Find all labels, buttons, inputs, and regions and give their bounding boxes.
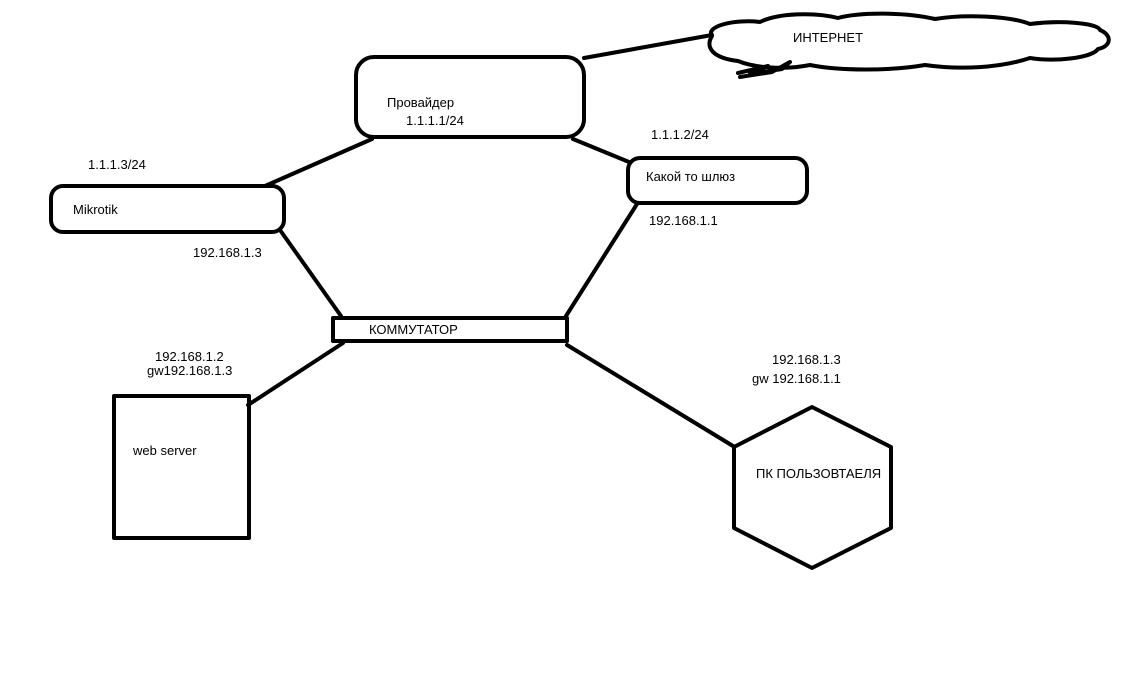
webserver-label: web server xyxy=(132,443,197,458)
cloud-shape xyxy=(707,11,1111,72)
userpc-label: ПК ПОЛЬЗОВТАЕЛЯ xyxy=(756,466,881,481)
gateway-box xyxy=(626,156,809,205)
link-gateway-switch xyxy=(564,202,639,318)
link-switch-userpc xyxy=(565,343,735,448)
webserver-node: 192.168.1.2 gw192.168.1.3 web server xyxy=(112,349,251,540)
mikrotik-wan-ip: 1.1.1.3/24 xyxy=(88,157,146,172)
userpc-gw: gw 192.168.1.1 xyxy=(752,371,841,386)
gateway-lan-ip: 192.168.1.1 xyxy=(649,213,718,228)
link-provider-internet xyxy=(582,33,714,60)
userpc-hexagon xyxy=(732,405,893,570)
switch-box xyxy=(331,316,569,343)
webserver-box xyxy=(112,394,251,540)
link-switch-webserver xyxy=(246,341,345,407)
provider-node: Провайдер 1.1.1.1/24 xyxy=(354,55,586,139)
mikrotik-label: Mikrotik xyxy=(73,202,118,217)
provider-box xyxy=(354,55,586,139)
link-provider-gateway xyxy=(571,137,631,164)
webserver-gw: gw192.168.1.3 xyxy=(147,363,232,378)
switch-node: КОММУТАТОР xyxy=(331,316,569,343)
gateway-wan-ip: 1.1.1.2/24 xyxy=(651,127,709,142)
link-provider-mikrotik xyxy=(263,137,374,188)
gateway-node: 1.1.1.2/24 Какой то шлюз 192.168.1.1 xyxy=(626,127,809,228)
mikrotik-lan-ip: 192.168.1.3 xyxy=(193,245,262,260)
cloud-scribble xyxy=(736,60,792,79)
webserver-ip: 192.168.1.2 xyxy=(155,349,224,364)
gateway-label: Какой то шлюз xyxy=(646,169,735,184)
userpc-ip: 192.168.1.3 xyxy=(772,352,841,367)
mikrotik-node: 1.1.1.3/24 Mikrotik 192.168.1.3 xyxy=(49,157,286,260)
internet-cloud: ИНТЕРНЕТ xyxy=(707,11,1111,79)
connections xyxy=(246,33,735,448)
internet-label: ИНТЕРНЕТ xyxy=(793,30,863,45)
mikrotik-box xyxy=(49,184,286,234)
provider-label: Провайдер xyxy=(387,95,454,110)
provider-ip: 1.1.1.1/24 xyxy=(406,113,464,128)
userpc-node: 192.168.1.3 gw 192.168.1.1 ПК ПОЛЬЗОВТАЕ… xyxy=(732,352,893,570)
link-mikrotik-switch xyxy=(278,228,343,318)
switch-label: КОММУТАТОР xyxy=(369,322,458,337)
